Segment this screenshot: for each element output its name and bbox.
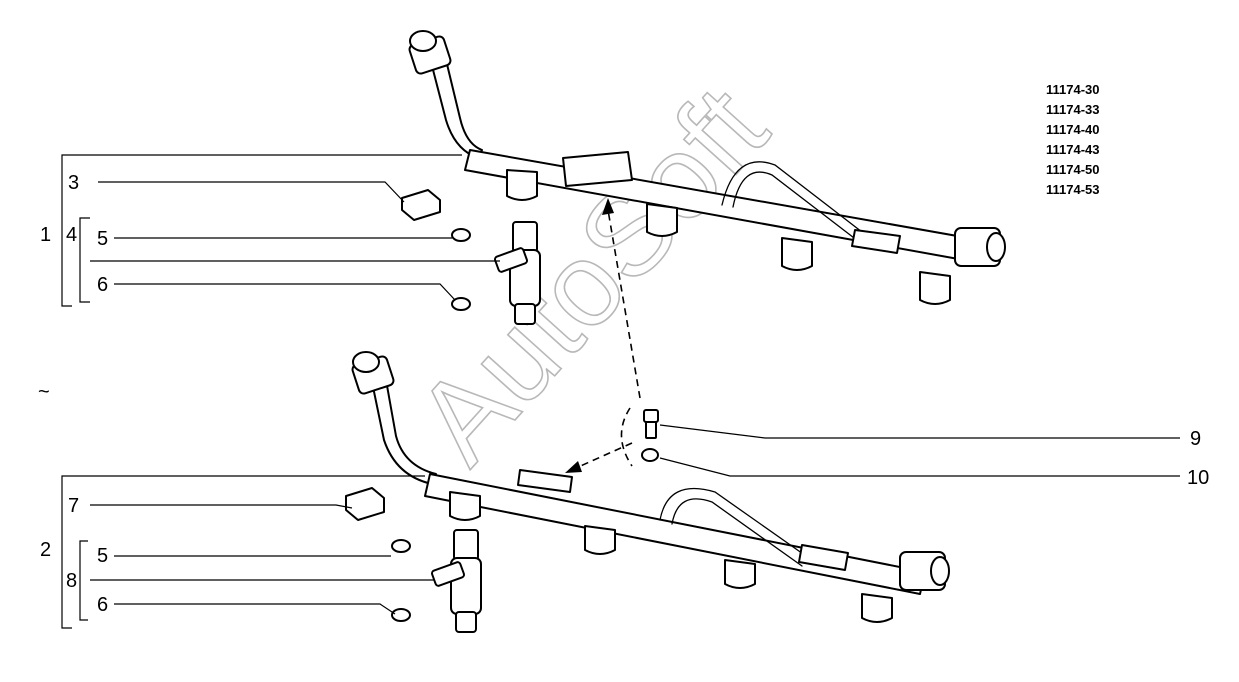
inlet-pipe-upper [430,59,483,159]
clamp-small-lower [798,544,849,571]
callout-4: 4 [66,224,77,246]
callout-2: 2 [40,539,51,561]
rail-end-port-upper [986,232,1006,262]
callout-5: 5 [97,545,108,567]
rail-end-port-lower [930,556,950,586]
fuel-injector-lower [431,529,482,633]
inlet-nut-cap-upper [409,30,437,52]
injector-cup [919,271,951,305]
fuel-rail-assembly-lower [351,351,950,623]
variant-separator: ~ [38,381,50,403]
o-ring-seal [391,608,411,622]
clamp-small-upper [851,229,901,254]
callout-9: 9 [1190,428,1201,450]
fastener-group-mark [620,407,633,467]
callout-3: 3 [68,172,79,194]
return-pipe-upper [721,161,863,242]
injector-cup [781,237,813,271]
o-ring-seal [391,539,411,553]
part-code: 11174-50 [1046,162,1100,177]
bolt-9 [643,409,659,439]
injector-cup [506,169,538,201]
injector-cup [861,593,893,623]
callout-group-2 [61,475,435,629]
fuel-rail-assembly-upper [408,30,1006,305]
clamp-bracket-upper [562,151,633,187]
injector-clip-upper [401,189,441,221]
washer-10 [641,448,659,462]
injector-cup [449,491,481,521]
o-ring-seal [451,228,471,242]
part-code: 11174-43 [1046,142,1100,157]
callout-5: 5 [97,228,108,250]
installation-arrows [565,198,641,473]
part-code-list: 11174-30 11174-33 11174-40 11174-43 1117… [1046,82,1100,197]
callout-group-1 [61,154,500,307]
callout-6: 6 [97,594,108,616]
injector-cup [584,525,616,555]
rail-tube-lower [424,473,926,595]
injector-cup [724,559,756,589]
inlet-nut-cap-lower [352,351,380,373]
o-ring-seal [451,297,471,311]
callout-8: 8 [66,570,77,592]
callout-6: 6 [97,274,108,296]
part-code: 11174-30 [1046,82,1100,97]
callout-1: 1 [40,224,51,246]
clamp-bracket-lower [517,469,573,493]
part-code: 11174-53 [1046,182,1100,197]
injector-cup [646,203,678,237]
injector-clip-lower [345,487,385,521]
part-code: 11174-33 [1046,102,1100,117]
return-pipe-lower [659,487,807,567]
callout-7: 7 [68,495,79,517]
part-code: 11174-40 [1046,122,1100,137]
fuel-injector-upper [494,221,541,325]
callout-10: 10 [1187,467,1209,489]
